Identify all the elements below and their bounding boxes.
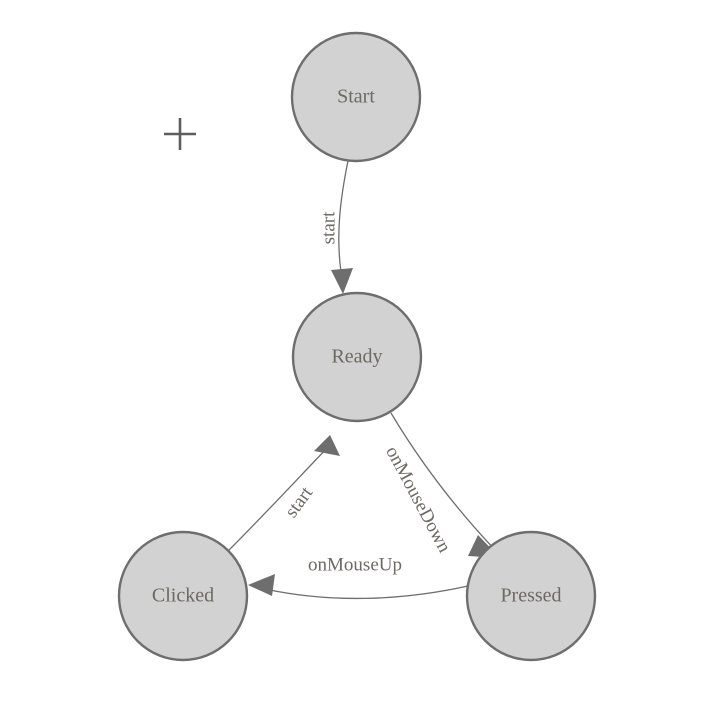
edge-start-to-ready[interactable]: start <box>318 160 353 294</box>
state-node-ready[interactable]: Ready <box>291 291 423 423</box>
edge-line <box>390 412 497 552</box>
edge-label-start-to-ready: start <box>318 211 339 244</box>
edge-label-pressed-to-clicked: onMouseUp <box>308 554 402 575</box>
state-node-label: Clicked <box>152 585 214 607</box>
state-node-start[interactable]: Start <box>290 31 422 163</box>
state-node-shape <box>290 31 422 163</box>
edge-line <box>338 160 349 273</box>
arrowhead <box>331 268 353 294</box>
edge-label-ready-to-pressed: onMouseDown <box>381 443 455 557</box>
edge-clicked-to-ready[interactable]: start <box>227 435 340 552</box>
state-node-label: Start <box>337 86 375 108</box>
state-node-clicked[interactable]: Clicked <box>117 530 249 662</box>
edge-line <box>227 443 332 552</box>
state-node-label: Ready <box>331 346 382 368</box>
edge-pressed-to-clicked[interactable]: onMouseUp <box>248 554 469 600</box>
plus-icon[interactable] <box>164 118 196 150</box>
state-node-label: Pressed <box>500 585 561 607</box>
edge-label-clicked-to-ready: start <box>281 482 318 521</box>
state-node-shape <box>465 530 597 662</box>
state-node-shape <box>291 291 423 423</box>
edge-line <box>264 585 469 600</box>
state-node-shape <box>117 530 249 662</box>
arrowhead <box>314 435 340 456</box>
state-node-pressed[interactable]: Pressed <box>465 530 597 662</box>
arrowhead <box>248 574 275 596</box>
edge-ready-to-pressed[interactable]: onMouseDown <box>381 412 500 558</box>
